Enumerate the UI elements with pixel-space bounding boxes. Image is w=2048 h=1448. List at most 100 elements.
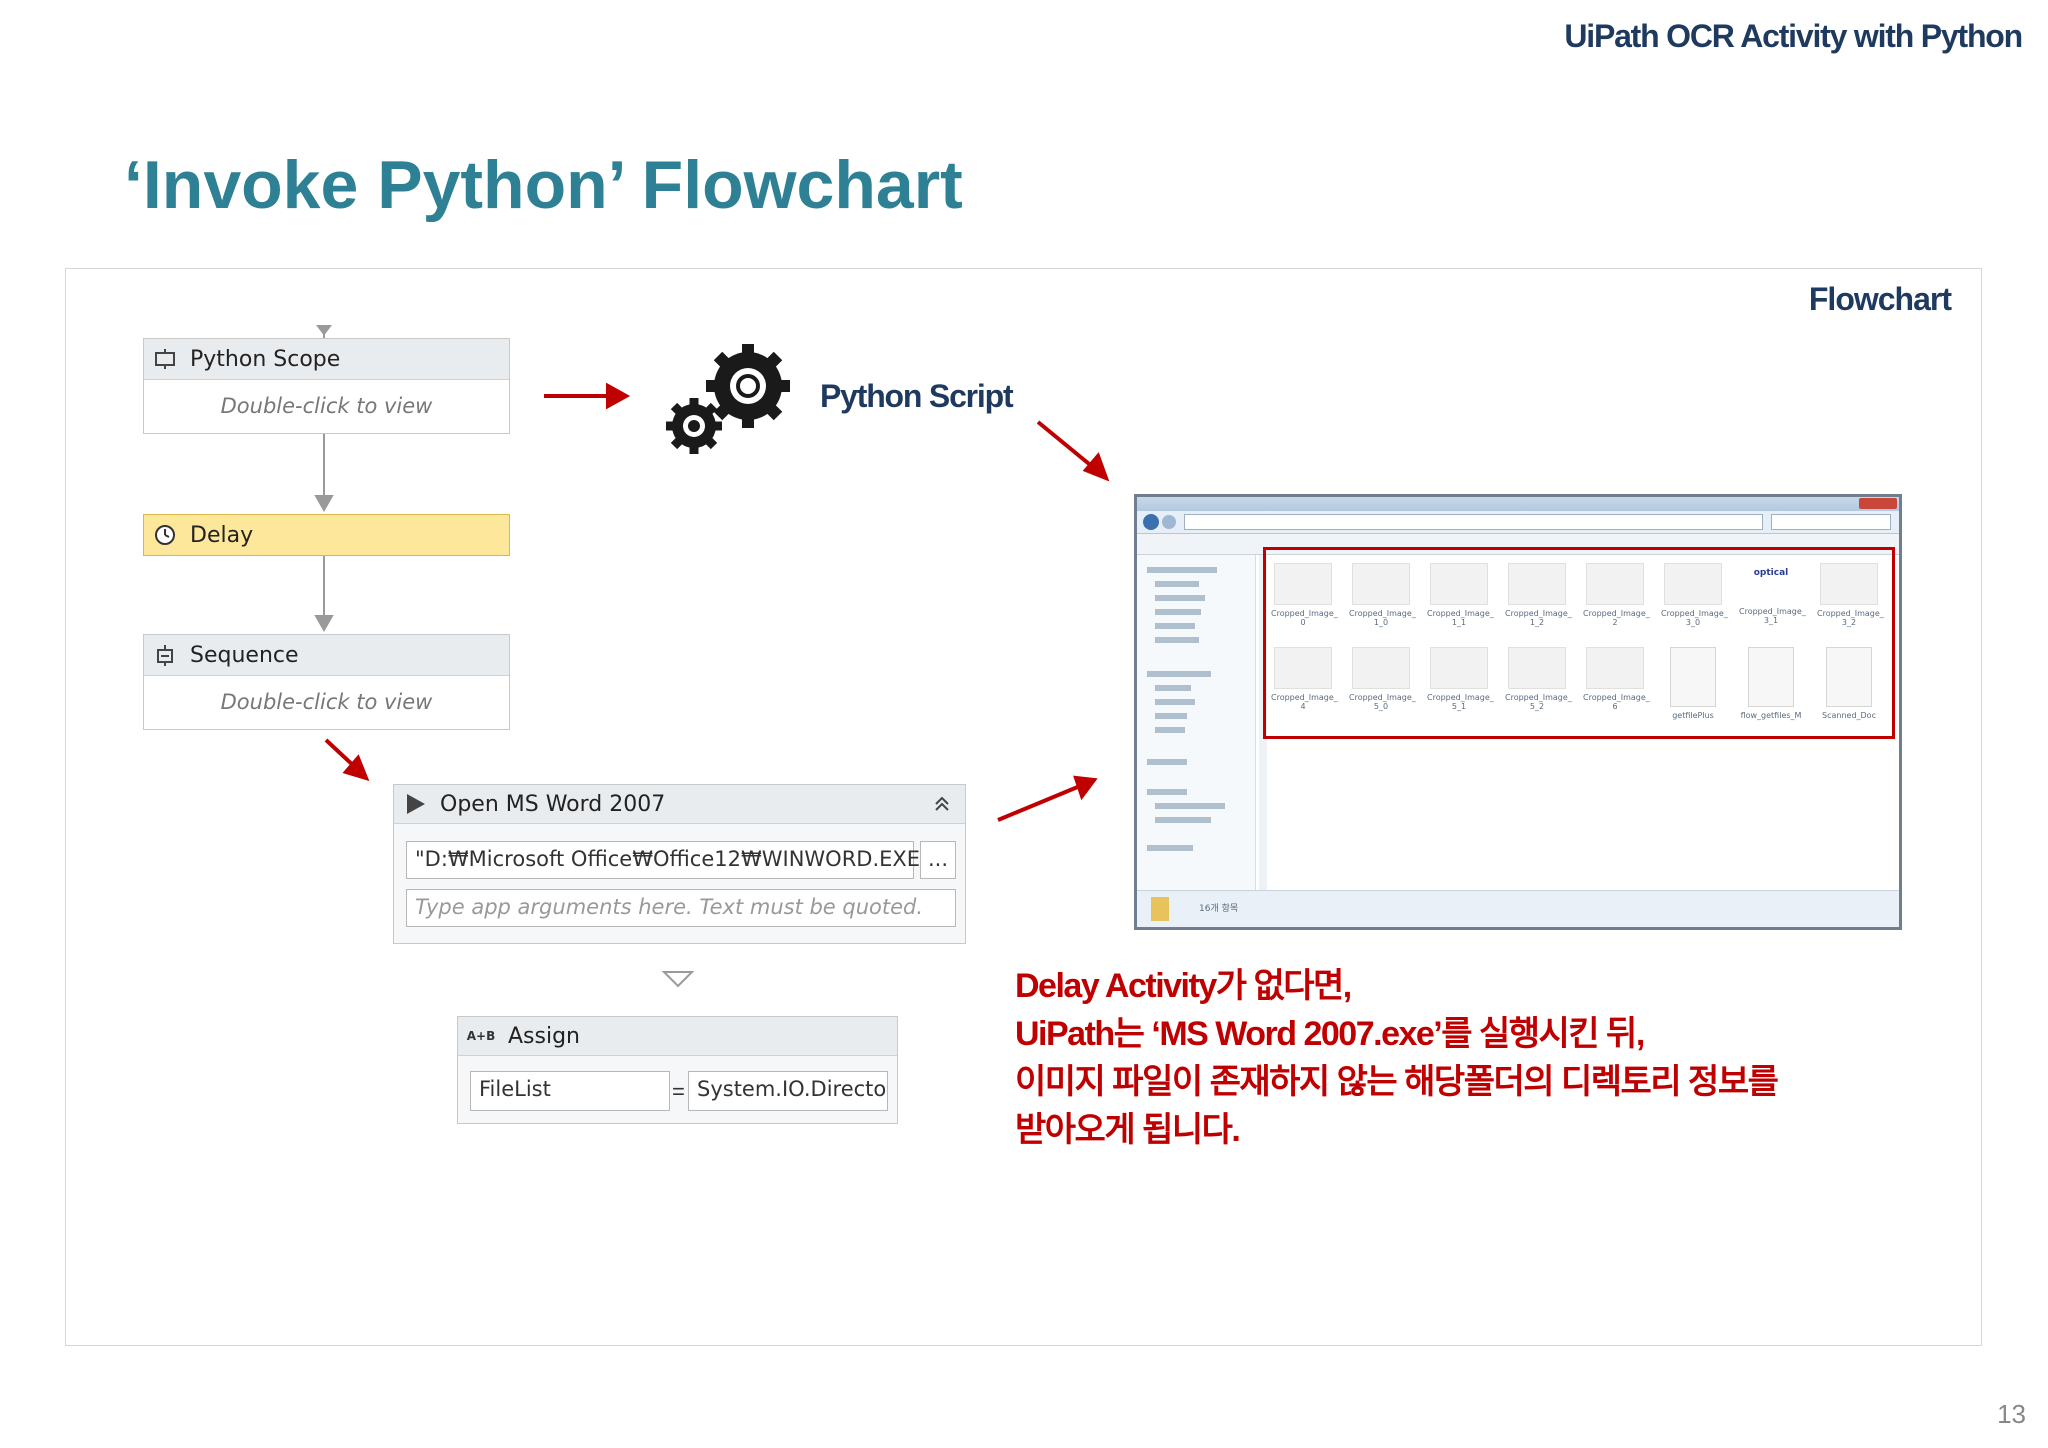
open-application-activity[interactable]: Open MS Word 2007 "D:₩Microsoft Office₩O… <box>393 784 966 944</box>
file-thumbnail[interactable]: Cropped_Image_5_1 <box>1427 647 1494 711</box>
back-icon[interactable] <box>1143 514 1159 530</box>
sequence-activity[interactable]: Sequence Double-click to view <box>143 634 510 730</box>
explorer-status-bar: 16개 항목 <box>1137 890 1899 927</box>
sequence-icon <box>152 642 178 668</box>
file-name: Cropped_Image_ <box>1427 609 1494 618</box>
image-icon <box>1274 647 1332 689</box>
file-thumbnail[interactable]: Cropped_Image_6 <box>1583 647 1650 711</box>
explanation-note: Delay Activity가 없다면, UiPath는 ‘MS Word 20… <box>1015 962 1779 1154</box>
file-thumbnail[interactable]: Cropped_Image_2 <box>1583 563 1650 627</box>
file-name-suffix: 4 <box>1300 702 1306 711</box>
assign-to-field[interactable]: FileList <box>470 1071 670 1111</box>
file-thumbnail[interactable]: Cropped_Image_3_0 <box>1661 563 1728 627</box>
assign-activity[interactable]: A+B Assign FileList = System.IO.Directo <box>457 1016 898 1124</box>
sequence-title: Sequence <box>190 642 299 668</box>
python-script-label: Python Script <box>820 378 1014 414</box>
assign-value-field[interactable]: System.IO.Directo <box>688 1071 888 1111</box>
open-app-title: Open MS Word 2007 <box>440 791 666 817</box>
file-name: Cropped_Image_ <box>1349 693 1416 702</box>
clock-icon <box>152 522 178 548</box>
explorer-status-text: 16개 항목 <box>1199 904 1239 914</box>
python-scope-activity[interactable]: Python Scope Double-click to view <box>143 338 510 434</box>
file-name: Cropped_Image_ <box>1271 693 1338 702</box>
app-arguments-field[interactable]: Type app arguments here. Text must be qu… <box>406 889 956 927</box>
python-scope-icon <box>152 346 178 372</box>
file-thumbnail[interactable]: Cropped_Image_0 <box>1271 563 1338 627</box>
file-name: Cropped_Image_ <box>1817 609 1884 618</box>
python-scope-hint: Double-click to view <box>220 394 433 418</box>
file-name-suffix: 3_0 <box>1685 618 1701 627</box>
explorer-nav-pane[interactable] <box>1137 555 1256 891</box>
file-name-suffix: 1_2 <box>1529 618 1545 627</box>
image-icon <box>1430 647 1488 689</box>
file-name-suffix: 2 <box>1612 618 1618 627</box>
file-name: Cropped_Image_ <box>1271 609 1338 618</box>
file-thumbnail[interactable]: Cropped_Image_1_1 <box>1427 563 1494 627</box>
assign-icon: A+B <box>466 1029 496 1043</box>
file-name: flow_getfiles_M <box>1740 711 1802 720</box>
file-thumbnail[interactable]: Cropped_Image_3_2 <box>1817 563 1884 627</box>
file-name-suffix: 1_0 <box>1373 618 1389 627</box>
file-name: Cropped_Image_ <box>1427 693 1494 702</box>
file-name: Cropped_Image_ <box>1349 609 1416 618</box>
close-icon[interactable] <box>1859 498 1897 509</box>
file-thumbnail[interactable]: getfilePlus <box>1661 647 1725 720</box>
explorer-address-bar[interactable] <box>1137 511 1899 534</box>
slide-title: ‘Invoke Python’ Flowchart <box>124 147 963 223</box>
file-name: Scanned_Doc <box>1822 711 1876 720</box>
file-name: Cropped_Image_ <box>1583 609 1650 618</box>
file-name: Cropped_Image_ <box>1739 607 1806 616</box>
image-icon <box>1586 647 1644 689</box>
play-icon <box>402 791 428 817</box>
image-icon <box>1430 563 1488 605</box>
image-icon <box>1664 563 1722 605</box>
delay-title: Delay <box>190 522 254 548</box>
delay-activity[interactable]: Delay <box>143 514 510 556</box>
sequence-hint: Double-click to view <box>220 690 433 714</box>
app-path-field[interactable]: "D:₩Microsoft Office₩Office12₩WINWORD.EX… <box>406 841 930 879</box>
file-thumbnail[interactable]: Cropped_Image_1_0 <box>1349 563 1416 627</box>
note-line: Delay Activity가 없다면, <box>1015 967 1352 1005</box>
file-thumbnail[interactable]: flow_getfiles_M <box>1739 647 1803 720</box>
collapse-icon[interactable] <box>929 791 955 817</box>
image-icon <box>1508 647 1566 689</box>
file-thumbnail[interactable]: Scanned_Doc <box>1817 647 1881 720</box>
document-icon <box>1826 647 1872 707</box>
python-scope-title: Python Scope <box>190 346 341 372</box>
file-thumbnail[interactable]: Cropped_Image_4 <box>1271 647 1338 711</box>
assign-operator: = <box>672 1079 685 1104</box>
document-icon <box>1670 647 1716 707</box>
flowchart-label: Flowchart <box>1808 281 1952 317</box>
gears-icon <box>666 344 790 454</box>
folder-icon <box>1151 897 1169 921</box>
file-name: Cropped_Image_ <box>1661 609 1728 618</box>
image-icon <box>1508 563 1566 605</box>
file-highlight-box <box>1263 547 1895 739</box>
file-name-suffix: 3_1 <box>1763 616 1779 625</box>
file-name: Cropped_Image_ <box>1505 693 1572 702</box>
file-name: Cropped_Image_ <box>1505 609 1572 618</box>
note-line: 이미지 파일이 존재하지 않는 해당폴더의 디렉토리 정보를 <box>1015 1063 1779 1101</box>
file-thumbnail[interactable]: Cropped_Image_1_2 <box>1505 563 1572 627</box>
file-thumbnail[interactable]: Cropped_Image_5_0 <box>1349 647 1416 711</box>
file-name: Cropped_Image_ <box>1583 693 1650 702</box>
image-icon <box>1274 563 1332 605</box>
file-thumbnail[interactable]: Cropped_Image_5_2 <box>1505 647 1572 711</box>
file-name-suffix: 5_0 <box>1373 702 1389 711</box>
file-name-suffix: 5_1 <box>1451 702 1467 711</box>
header-title: UiPath OCR Activity with Python <box>1564 18 2023 54</box>
assign-title: Assign <box>508 1023 580 1049</box>
page-number: 13 <box>1997 1399 2026 1429</box>
forward-icon[interactable] <box>1162 515 1176 529</box>
file-name-suffix: 3_2 <box>1841 618 1857 627</box>
image-icon: optical <box>1743 563 1799 603</box>
explorer-titlebar <box>1137 497 1899 511</box>
file-name-suffix: 1_1 <box>1451 618 1467 627</box>
file-name-suffix: 0 <box>1300 618 1306 627</box>
explorer-search-input[interactable] <box>1771 514 1891 530</box>
file-name: getfilePlus <box>1672 711 1714 720</box>
browse-button[interactable]: ... <box>920 841 956 879</box>
